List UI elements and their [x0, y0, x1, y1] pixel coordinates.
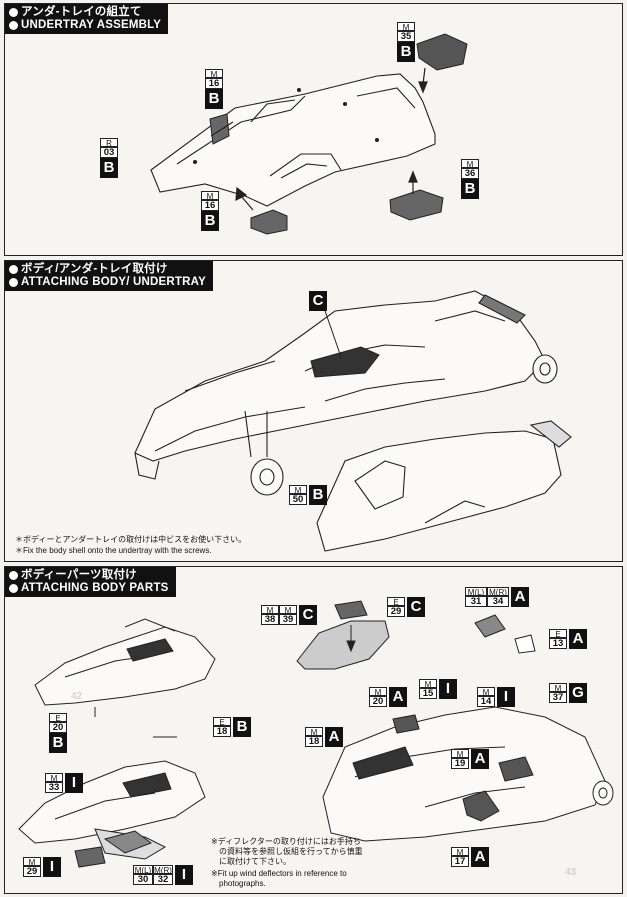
screw-note-jp: ＊ボディーとアンダートレイの取付けは中ビスをお使い下さい。 — [15, 535, 247, 544]
part-tag-m35: M 35 B — [397, 22, 415, 62]
section-title: アンダ-トレイの組立て UNDERTRAY ASSEMBLY — [5, 4, 169, 34]
part-tag-e18: E 18 B — [213, 717, 251, 737]
callout-c: C — [309, 291, 327, 311]
deflector-note-en-1: ※Fit up wind deflectors in reference to — [211, 869, 347, 878]
part-tag-m14: M 14 I — [477, 687, 515, 707]
undertray-assembly-panel: アンダ-トレイの組立て UNDERTRAY ASSEMBLY — [4, 3, 623, 256]
bullet-icon — [9, 8, 18, 17]
bullet-icon — [9, 21, 18, 30]
part-tag-m36: M 36 B — [461, 159, 479, 199]
part-tag-r03: R 03 B — [100, 138, 118, 178]
body-parts-drawing — [18, 600, 614, 868]
attaching-body-panel: ボディ/アンダ-トレイ取付け ATTACHING BODY/ UNDERTRAY — [4, 260, 623, 562]
part-tag-m18: M 18 A — [305, 727, 343, 747]
part-tag-e20: E 20 B — [49, 713, 67, 753]
deflector-note-jp-1: ※ディフレクターの取り付けにはお手持ち — [211, 837, 361, 846]
part-tag-m15: M 15 I — [419, 679, 457, 699]
part-tag-m16b: M 16 B — [201, 191, 219, 231]
body-undertray-drawing — [134, 290, 572, 552]
section-title: ボディーパーツ取付け ATTACHING BODY PARTS — [5, 567, 176, 597]
bullet-icon — [9, 571, 18, 580]
deflector-note-en-2: photographs. — [219, 879, 266, 888]
bullet-icon — [9, 265, 18, 274]
show-through-text: 43 — [565, 867, 577, 878]
attaching-body-parts-panel: ボディーパーツ取付け ATTACHING BODY PARTS — [4, 566, 623, 894]
part-tag-m16: M 16 B — [205, 69, 223, 109]
bullet-icon — [9, 584, 18, 593]
part-tag-m50: M 50 B — [289, 485, 327, 505]
show-through-text: 42 — [71, 691, 83, 702]
screw-note-en: ＊Fix the body shell onto the undertray w… — [15, 546, 212, 555]
part-tag-m33: M 33 I — [45, 773, 83, 793]
part-tag-m19: M 19 A — [451, 749, 489, 769]
part-tag-m37: M 37 G — [549, 683, 587, 703]
bullet-icon — [9, 278, 18, 287]
part-tag-e13: E 13 A — [549, 629, 587, 649]
undertray-drawing — [150, 33, 468, 235]
part-tag-m29: M 29 I — [23, 857, 61, 877]
deflector-note-jp-2: の資料等を参照し仮組を行ってから慎重 — [219, 847, 363, 856]
part-tag-m20: M 20 A — [369, 687, 407, 707]
section-title: ボディ/アンダ-トレイ取付け ATTACHING BODY/ UNDERTRAY — [5, 261, 213, 291]
deflector-note-jp-3: に取付けて下さい。 — [219, 857, 291, 866]
part-tag-m17: M 17 A — [451, 847, 489, 867]
part-tag-e29: E 29 C — [387, 597, 425, 617]
